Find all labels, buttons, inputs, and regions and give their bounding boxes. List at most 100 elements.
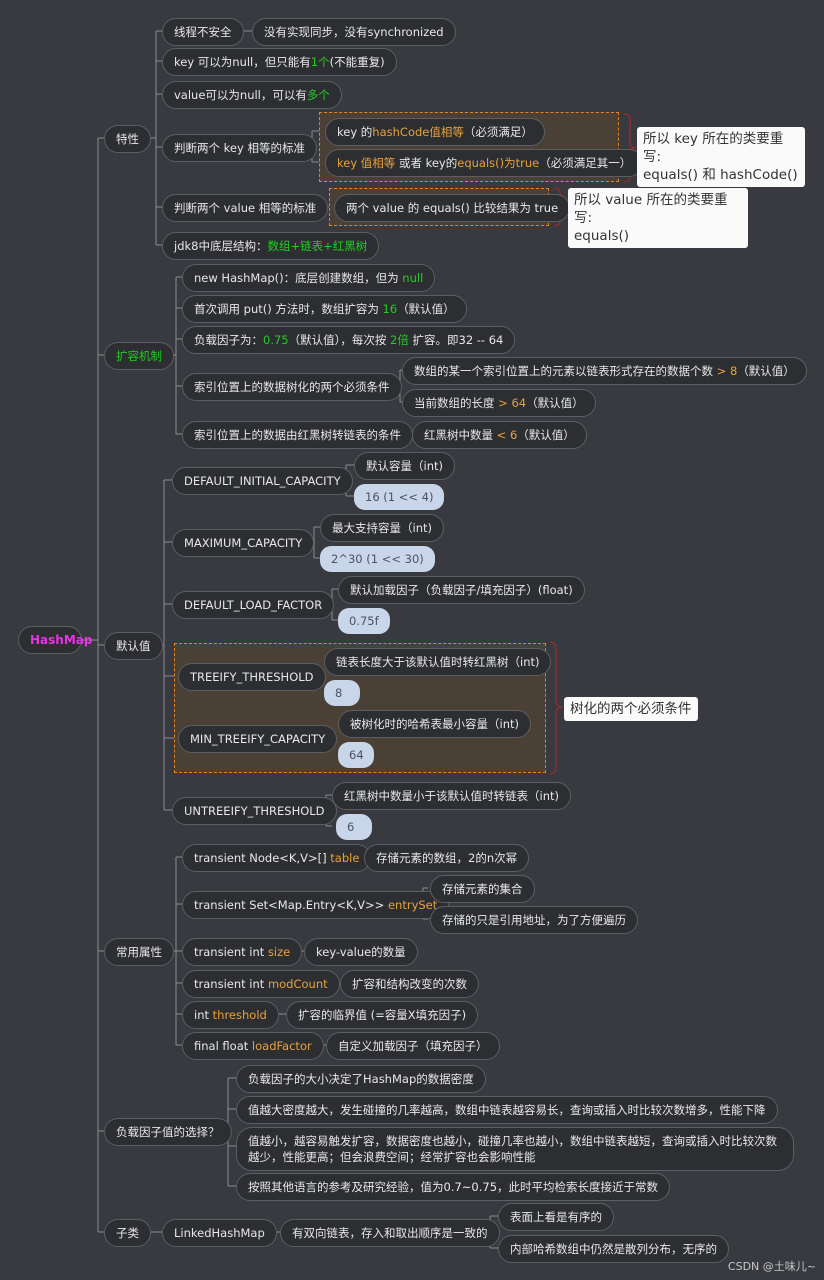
text: new HashMap()：底层创建数组，但为 <box>194 271 403 285</box>
node-untreeify-threshold[interactable]: UNTREEIFY_THRESHOLD <box>172 797 337 825</box>
text: transient int <box>194 945 268 959</box>
text: （必须满足） <box>463 125 533 139</box>
desc-min-treeify-capacity[interactable]: 被树化时的哈希表最小容量（int) <box>338 710 531 738</box>
desc-maximum-capacity[interactable]: 最大支持容量（int) <box>320 514 444 542</box>
highlight: table <box>330 851 360 865</box>
field-modcount[interactable]: transient int modCount <box>182 970 340 998</box>
node-jdk8-structure[interactable]: jdk8中底层结构：数组+链表+红黑树 <box>162 232 380 260</box>
branch-fields[interactable]: 常用属性 <box>104 938 174 966</box>
node-maximum-capacity[interactable]: MAXIMUM_CAPACITY <box>172 529 315 557</box>
node-default-load-factor[interactable]: DEFAULT_LOAD_FACTOR <box>172 591 335 619</box>
highlight: entrySet <box>387 898 438 912</box>
node-thread-unsafe-detail[interactable]: 没有实现同步，没有synchronized <box>252 18 456 46</box>
value-default-initial-capacity[interactable]: 16 (1 << 4) <box>354 484 445 510</box>
field-entryset[interactable]: transient Set<Map.Entry<K,V>> entrySet <box>182 891 450 919</box>
highlight: 数组+链表+红黑树 <box>267 239 368 253</box>
node-default-initial-capacity[interactable]: DEFAULT_INITIAL_CAPACITY <box>172 467 353 495</box>
field-threshold[interactable]: int threshold <box>182 1001 279 1029</box>
node-treeify-cond-1[interactable]: 数组的某一个索引位置上的元素以链表形式存在的数据个数 > 8（默认值） <box>402 357 807 385</box>
node-min-treeify-capacity[interactable]: MIN_TREEIFY_CAPACITY <box>178 725 338 753</box>
text: 首次调用 put() 方法时，数组扩容为 <box>194 302 383 316</box>
highlight: 0.75 <box>263 333 289 347</box>
watermark: CSDN @土味儿~ <box>727 1260 816 1273</box>
text: （默认值） <box>517 428 575 442</box>
node-key-equals[interactable]: key 值相等 或者 key的equals()为true（必须满足其一） <box>325 149 644 177</box>
value-untreeify-threshold[interactable]: 6 <box>336 814 372 840</box>
lf-choice-1[interactable]: 负载因子的大小决定了HashMap的数据密度 <box>236 1065 486 1093</box>
text: key 的 <box>337 125 373 139</box>
highlight: hashCode值相等 <box>372 125 464 139</box>
text: （默认值） <box>526 396 584 410</box>
node-treeify-cond-2[interactable]: 当前数组的长度 > 64（默认值） <box>402 389 596 417</box>
text: （必须满足其一） <box>539 156 632 170</box>
text: 扩容。即32 -- 64 <box>408 333 504 347</box>
node-treeify-threshold[interactable]: TREEIFY_THRESHOLD <box>178 663 326 691</box>
text: 当前数组的长度 <box>414 396 499 410</box>
lf-choice-2[interactable]: 值越大密度越大，发生碰撞的几率越高，数组中链表越容易长，查询或插入时比较次数增多… <box>236 1096 778 1124</box>
highlight: key 值相等 <box>337 156 396 170</box>
desc-default-load-factor[interactable]: 默认加载因子（负载因子/填充因子）(float) <box>338 576 585 604</box>
text: value可以为null，可以有 <box>174 88 307 102</box>
lf-choice-4[interactable]: 按照其他语言的参考及研究经验，值为0.7~0.75，此时平均检索长度接近于常数 <box>236 1173 671 1201</box>
node-load-factor[interactable]: 负载因子为：0.75（默认值），每次按 2倍 扩容。即32 -- 64 <box>182 326 516 354</box>
desc-default-initial-capacity[interactable]: 默认容量（int) <box>354 452 455 480</box>
key-override-note: 所以 key 所在的类要重写: equals() 和 hashCode() <box>637 127 805 187</box>
value-maximum-capacity[interactable]: 2^30 (1 << 30) <box>320 546 435 572</box>
node-first-put[interactable]: 首次调用 put() 方法时，数组扩容为 16（默认值） <box>182 295 467 323</box>
node-value-null[interactable]: value可以为null，可以有多个 <box>162 81 342 109</box>
branch-subclass[interactable]: 子类 <box>104 1219 151 1247</box>
highlight: 多个 <box>306 88 330 102</box>
highlight: equals()为true <box>457 156 540 170</box>
node-value-equal[interactable]: 判断两个 value 相等的标准 <box>162 194 329 222</box>
lf-choice-3[interactable]: 值越小，越容易触发扩容，数据密度也越小，碰撞几率也越小，数组中链表越短，查询或插… <box>236 1127 794 1171</box>
text: 或者 key的 <box>395 156 458 170</box>
value-min-treeify-capacity[interactable]: 64 <box>338 742 374 768</box>
value-override-note: 所以 value 所在的类要重写: equals() <box>568 188 748 248</box>
value-default-load-factor[interactable]: 0.75f <box>338 608 390 634</box>
node-linkedhashmap-desc[interactable]: 有双向链表，存入和取出顺序是一致的 <box>280 1219 500 1247</box>
text: int <box>194 1008 213 1022</box>
branch-load-factor-choice[interactable]: 负载因子值的选择？ <box>104 1118 232 1146</box>
node-key-hashcode[interactable]: key 的hashCode值相等（必须满足） <box>325 118 545 146</box>
node-new-hashmap[interactable]: new HashMap()：底层创建数组，但为 null <box>182 264 436 292</box>
branch-resize[interactable]: 扩容机制 <box>104 342 174 370</box>
branch-features[interactable]: 特性 <box>104 125 151 153</box>
node-linkedhashmap-d2[interactable]: 内部哈希数组中仍然是散列分布，无序的 <box>498 1235 729 1263</box>
field-threshold-desc[interactable]: 扩容的临界值 (=容量X填充因子) <box>286 1001 479 1029</box>
text: （默认值） <box>737 364 795 378</box>
highlight: threshold <box>212 1008 267 1022</box>
desc-treeify-threshold[interactable]: 链表长度大于该默认值时转红黑树（int) <box>324 648 552 676</box>
node-untreeify-condition[interactable]: 索引位置上的数据由红黑树转链表的条件 <box>182 421 413 449</box>
text: 负载因子为： <box>194 333 263 347</box>
node-key-null[interactable]: key 可以为null，但只能有1个(不能重复) <box>162 48 397 76</box>
node-key-equal[interactable]: 判断两个 key 相等的标准 <box>162 134 317 162</box>
field-entryset-desc[interactable]: 存储元素的集合 <box>430 875 535 903</box>
node-thread-unsafe[interactable]: 线程不安全 <box>162 18 244 46</box>
highlight: loadFactor <box>251 1039 312 1053</box>
field-loadfactor-desc[interactable]: 自定义加载因子（填充因子） <box>326 1032 500 1060</box>
field-table[interactable]: transient Node<K,V>[] table <box>182 844 372 872</box>
node-treeify-conditions[interactable]: 索引位置上的数据树化的两个必须条件 <box>182 373 402 401</box>
branch-defaults[interactable]: 默认值 <box>104 632 163 660</box>
node-value-equals[interactable]: 两个 value 的 equals() 比较结果为 true <box>334 194 571 222</box>
highlight: > 64 <box>498 396 527 410</box>
field-size-desc[interactable]: key-value的数量 <box>304 938 418 966</box>
highlight: size <box>267 945 291 959</box>
field-entryset-desc2[interactable]: 存储的只是引用地址，为了方便遍历 <box>430 906 638 934</box>
node-linkedhashmap[interactable]: LinkedHashMap <box>162 1219 277 1247</box>
node-untreeify-cond[interactable]: 红黑树中数量 < 6（默认值） <box>412 421 587 449</box>
root-node-hashmap[interactable]: HashMap <box>18 626 92 654</box>
text: (不能重复) <box>329 55 385 69</box>
field-table-desc[interactable]: 存储元素的数组，2的n次幂 <box>364 844 530 872</box>
node-linkedhashmap-d1[interactable]: 表面上看是有序的 <box>498 1203 614 1231</box>
desc-untreeify-threshold[interactable]: 红黑树中数量小于该默认值时转链表（int) <box>332 782 571 810</box>
text: （默认值） <box>397 302 455 316</box>
field-modcount-desc[interactable]: 扩容和结构改变的次数 <box>340 970 479 998</box>
text: jdk8中底层结构： <box>174 239 268 253</box>
field-size[interactable]: transient int size <box>182 938 303 966</box>
value-treeify-threshold[interactable]: 8 <box>324 680 360 706</box>
highlight: modCount <box>267 977 328 991</box>
highlight: < 6 <box>496 428 518 442</box>
field-loadfactor[interactable]: final float loadFactor <box>182 1032 324 1060</box>
text: transient int <box>194 977 268 991</box>
